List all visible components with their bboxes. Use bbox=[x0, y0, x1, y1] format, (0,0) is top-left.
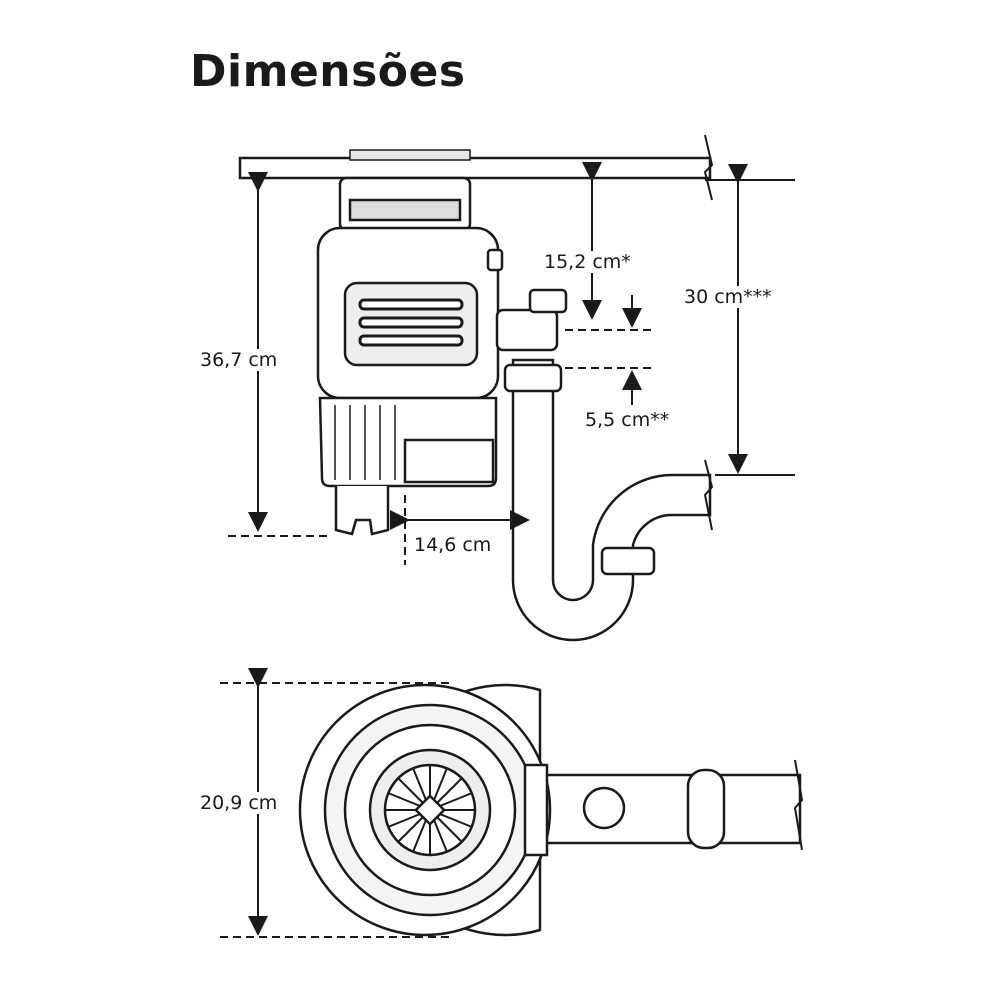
dim-label-outlet-depth: 15,2 cm* bbox=[542, 251, 633, 273]
dim-label-height: 36,7 cm bbox=[198, 349, 280, 371]
dim-label-trap-depth: 30 cm*** bbox=[682, 286, 774, 308]
page-title: Dimensões bbox=[190, 46, 466, 97]
bottom-pipe bbox=[538, 773, 802, 845]
drain-pipe bbox=[511, 358, 712, 642]
dim-label-horizontal: 14,6 cm bbox=[412, 534, 494, 556]
bottom-view bbox=[298, 683, 804, 937]
dim-label-outlet-offset: 5,5 cm** bbox=[583, 409, 672, 431]
sink-countertop bbox=[238, 156, 712, 180]
dim-label-diameter: 20,9 cm bbox=[198, 792, 280, 814]
outlet-elbow bbox=[495, 308, 559, 352]
